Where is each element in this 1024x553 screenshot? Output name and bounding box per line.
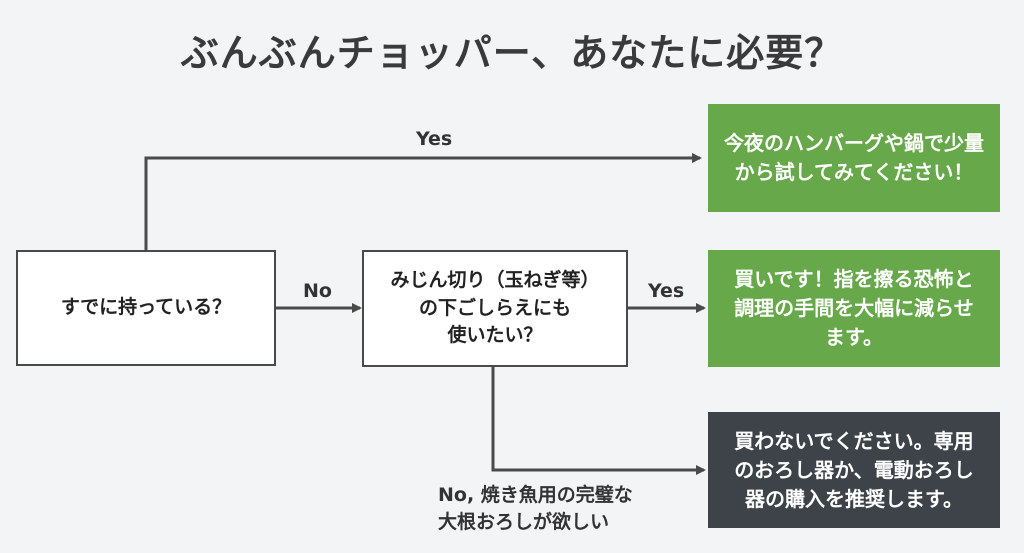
edge-label-q1-no: No	[303, 280, 332, 302]
edge-q2-no	[491, 367, 706, 475]
edge-label-q2-no: No, 焼き魚用の完璧な 大根おろしが欲しい	[438, 484, 633, 533]
edge-q1-yes	[144, 153, 702, 250]
node-buy-recommend: 買いです！指を擦る恐怖と 調理の手間を大幅に減らせ ます。	[708, 250, 1000, 367]
page-title: ぶんぶんチョッパー、あなたに必要？	[180, 31, 844, 75]
edge-label-q1-yes: Yes	[416, 128, 453, 150]
edge-label-q2-yes: Yes	[648, 280, 685, 302]
node-use-for-mincing: みじん切り（玉ねぎ等） の下ごしらえにも 使いたい？	[362, 250, 628, 367]
node-already-own: すでに持っている？	[16, 250, 276, 366]
node-try-small: 今夜のハンバーグや鍋で少量 から試してみてください！	[708, 104, 1000, 212]
node-do-not-buy: 買わないでください。専用 のおろし器か、電動おろし 器の購入を推奨します。	[708, 412, 1000, 528]
